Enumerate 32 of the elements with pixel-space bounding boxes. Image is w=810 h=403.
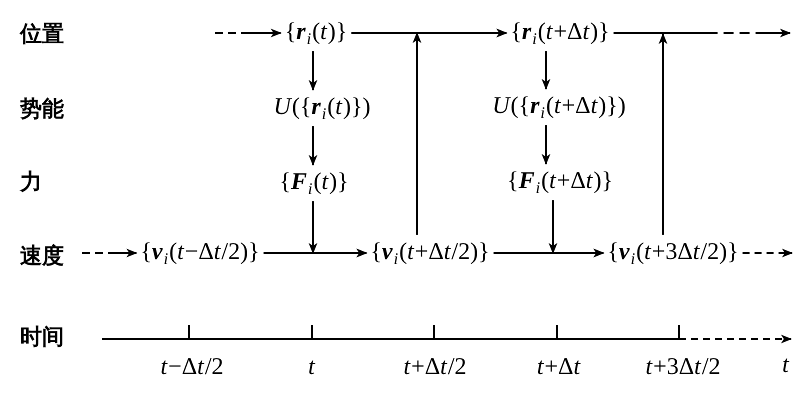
arrow (542, 51, 550, 90)
arrow (308, 51, 318, 91)
row-label: 位置 (20, 22, 64, 48)
arrow (308, 126, 318, 166)
formula: {F$_{i}$(t)} (279, 168, 349, 198)
row-label: 势能 (20, 96, 64, 124)
arrow (412, 28, 508, 235)
row-label: 时间 (20, 324, 64, 352)
row-label: 速度 (20, 244, 64, 270)
formula: {r$_{i}$(t)} (284, 18, 348, 48)
formula: {F$_{i}$(t+Δt)} (507, 168, 613, 196)
arrow (308, 201, 368, 258)
formula: {r$_{i}$(t+Δt)} (510, 18, 610, 48)
formula: U({r$_{i}$(t+Δt)}) (492, 92, 626, 122)
tick-label: t+Δt (536, 354, 582, 382)
formula: {v$_{i}$(t+Δt/2)} (370, 238, 490, 268)
formula: {v$_{i}$(t+3Δt/2)} (607, 238, 739, 268)
tick-label: t−Δt/2 (160, 354, 224, 382)
tick-label: t+3Δt/2 (646, 354, 720, 382)
row-label: 力 (20, 170, 42, 196)
arrow (658, 33, 668, 235)
arrow (215, 28, 282, 38)
tick-label: t+Δt/2 (404, 354, 466, 382)
arrow (548, 200, 604, 258)
formula: {v$_{i}$(t−Δt/2)} (140, 238, 260, 268)
arrow (614, 28, 791, 38)
tick-label: t (308, 354, 316, 382)
axis-label: t (782, 352, 790, 380)
arrow (82, 248, 138, 258)
formula: U({r$_{i}$(t)}) (274, 94, 370, 122)
arrow (742, 248, 793, 258)
arrow (542, 125, 550, 165)
